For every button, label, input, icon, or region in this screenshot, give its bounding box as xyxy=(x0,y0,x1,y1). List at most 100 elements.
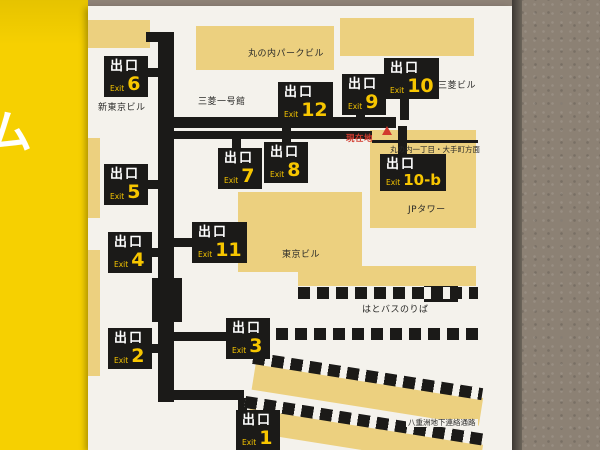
exit-number: 6 xyxy=(127,73,141,95)
exit-en-label: Exit xyxy=(232,345,247,355)
building-block-top-left xyxy=(88,20,150,48)
path-stub-exit-5 xyxy=(146,180,160,189)
exit-en-label: Exit xyxy=(284,109,299,119)
exit-en-label: Exit xyxy=(114,259,129,269)
path-stub-exit-4 xyxy=(150,248,160,257)
exit-jp-label: 出口 xyxy=(110,167,141,182)
exit-number: 10 xyxy=(407,75,434,97)
exit-jp-label: 出口 xyxy=(242,413,273,428)
label-marunouchi-park-building: 丸の内パークビル xyxy=(248,49,325,59)
exit-number: 2 xyxy=(131,345,145,367)
exit-jp-label: 出口 xyxy=(232,321,263,336)
exit-jp-label: 出口 xyxy=(348,77,379,92)
exit-number: 12 xyxy=(301,99,328,121)
exit-en-label: Exit xyxy=(114,355,129,365)
exit-jp-label: 出口 xyxy=(284,85,315,100)
exit-number: 11 xyxy=(215,239,242,261)
exit-number: 5 xyxy=(127,181,141,203)
path-upper-corridor-2 xyxy=(166,131,372,139)
building-block-marunouchi-park xyxy=(196,26,334,70)
building-strip-left-2 xyxy=(88,250,100,376)
dashed-passage-middle xyxy=(276,328,478,340)
path-main-trunk xyxy=(158,34,174,402)
path-stub-exit-10 xyxy=(400,96,409,120)
exit-number: 7 xyxy=(241,165,255,187)
path-direction-line xyxy=(372,140,478,143)
exit-en-label: Exit xyxy=(348,101,363,111)
sign-edge-shadow xyxy=(512,0,522,450)
exit-en-label: Exit xyxy=(270,169,285,179)
yellow-sign-panel: ム xyxy=(0,0,88,450)
exit-number: 1 xyxy=(259,427,273,449)
exit-jp-label: 出口 xyxy=(114,331,145,346)
exit-number: 8 xyxy=(287,159,301,181)
partial-kana-text: ム xyxy=(0,105,34,159)
exit-jp-label: 出口 xyxy=(270,145,301,160)
exit-en-label: Exit xyxy=(386,177,401,187)
label-jp-tower: JPタワー xyxy=(408,205,446,215)
path-stub-exit-3 xyxy=(174,332,230,341)
building-strip-hato-bus xyxy=(298,266,476,286)
path-bottom-corridor xyxy=(158,390,244,400)
exit-jp-label: 出口 xyxy=(224,151,255,166)
path-trunk-stairs xyxy=(152,278,182,322)
label-hato-bus-stop: はとバスのりば xyxy=(362,305,429,315)
exit-number: 4 xyxy=(131,249,145,271)
exit-number: 3 xyxy=(249,335,263,357)
exit-en-label: Exit xyxy=(224,175,239,185)
exit-en-label: Exit xyxy=(242,437,257,447)
label-mitsubishi-building: 三菱ビル xyxy=(438,81,477,91)
building-block-tokyo xyxy=(238,192,362,272)
exit-en-label: Exit xyxy=(198,249,213,259)
exit-jp-label: 出口 xyxy=(114,235,145,250)
label-tokyo-building: 東京ビル xyxy=(282,250,321,260)
path-stub-exit-6 xyxy=(148,68,160,77)
wall-background xyxy=(512,0,600,450)
building-strip-left-1 xyxy=(88,138,100,218)
exit-jp-label: 出口 xyxy=(198,225,229,240)
path-stub-exit-7 xyxy=(232,138,241,150)
exit-jp-label: 出口 xyxy=(110,59,141,74)
path-stub-exit-1 xyxy=(238,398,247,412)
exit-en-label: Exit xyxy=(110,83,125,93)
exit-number: 9 xyxy=(365,91,379,113)
building-block-top-right xyxy=(340,18,474,56)
dashed-passage-hato-bus xyxy=(298,287,478,299)
path-stub-exit-9 xyxy=(356,112,365,120)
current-location-label: 現在地 xyxy=(346,134,374,144)
direction-label: 丸の内一丁目・大手町方面 xyxy=(390,145,480,154)
path-stub-exit-11 xyxy=(172,238,196,247)
path-stub-exit-10b xyxy=(398,126,407,156)
exit-en-label: Exit xyxy=(110,191,125,201)
exit-en-label: Exit xyxy=(390,85,405,95)
exit-jp-label: 出口 xyxy=(386,157,417,172)
current-location-marker-icon xyxy=(382,126,392,135)
exit-number: 10-b xyxy=(403,171,442,189)
label-shin-tokyo-building: 新東京ビル xyxy=(98,103,146,113)
label-mitsubishi-ichigokan: 三菱一号館 xyxy=(198,97,246,107)
path-stub-exit-8 xyxy=(282,126,291,144)
